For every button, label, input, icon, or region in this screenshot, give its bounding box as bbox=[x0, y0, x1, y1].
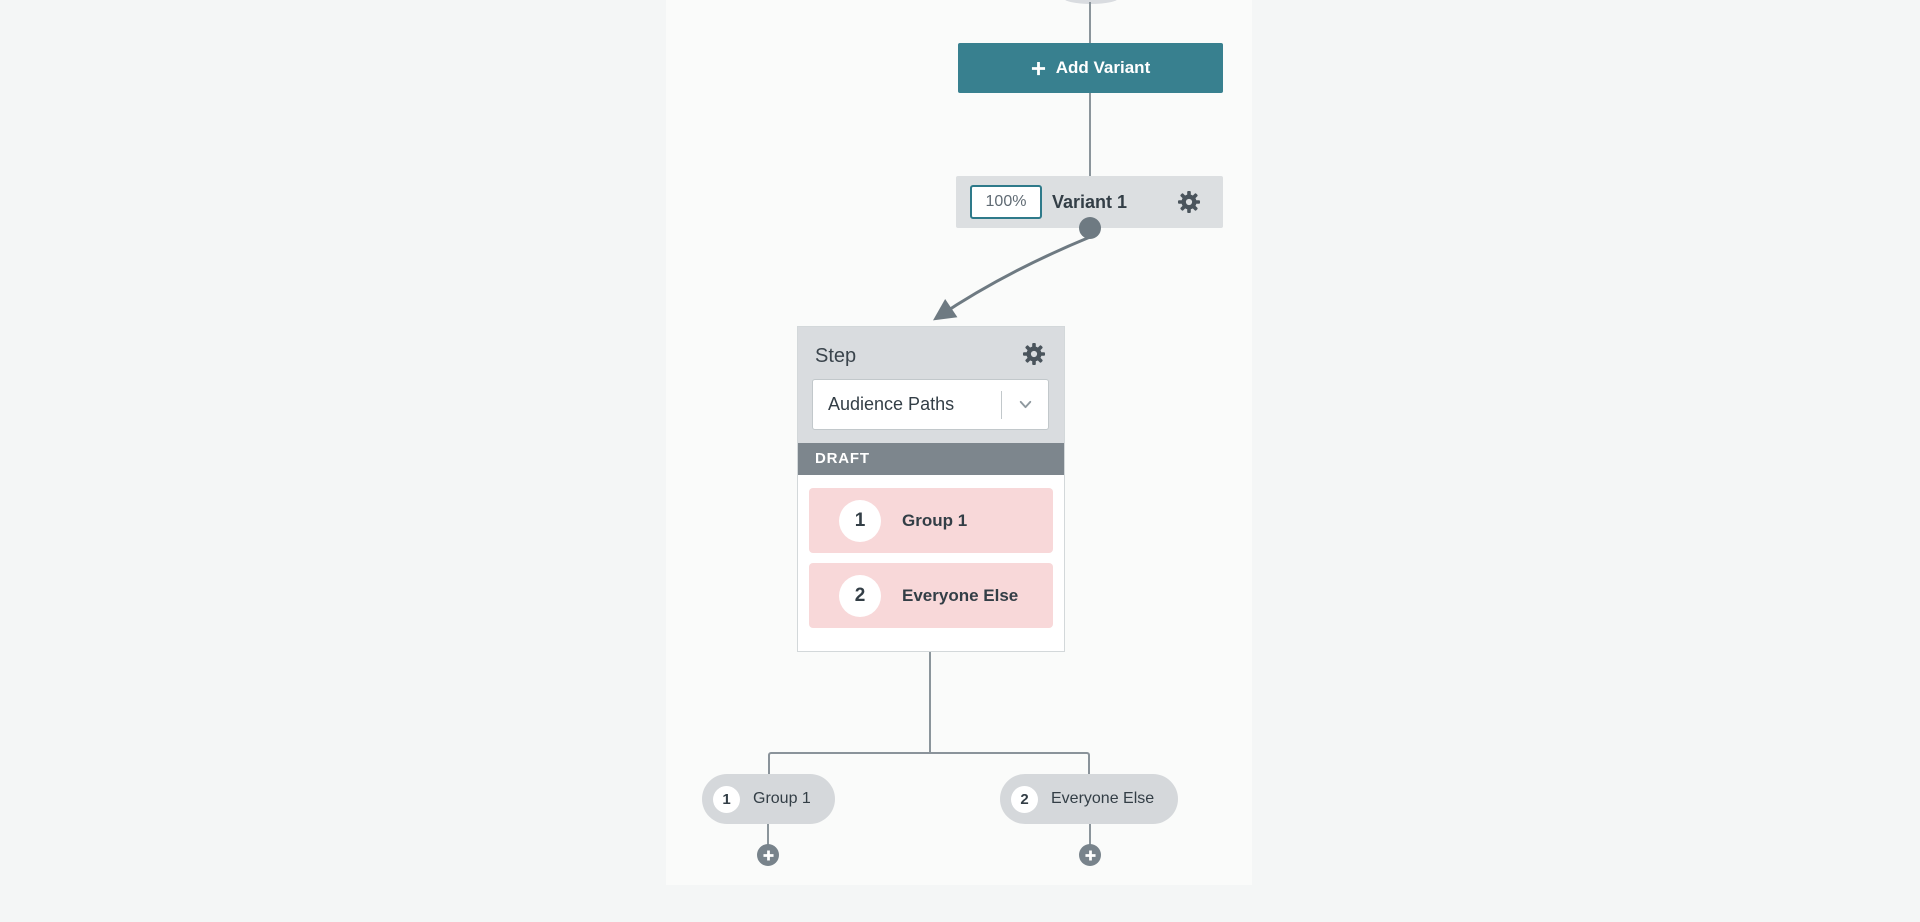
variant-label: Variant 1 bbox=[1052, 192, 1128, 212]
plus-icon bbox=[1084, 849, 1096, 861]
path-label: Group 1 bbox=[902, 510, 968, 530]
pill-number-badge: 2 bbox=[1011, 785, 1038, 813]
connector-line-top bbox=[1089, 2, 1091, 43]
plus-icon bbox=[1031, 61, 1045, 75]
chevron-down-icon bbox=[1002, 396, 1048, 413]
connector-stem-right bbox=[1089, 824, 1091, 846]
dropdown-divider bbox=[1001, 390, 1002, 419]
step-card[interactable]: Step Audience Paths bbox=[797, 326, 1065, 652]
status-badge: DRAFT bbox=[798, 443, 1064, 475]
branch-pill-group-1[interactable]: 1 Group 1 bbox=[702, 774, 835, 824]
audience-path-row[interactable]: 1 Group 1 bbox=[809, 488, 1053, 553]
step-type-dropdown[interactable]: Audience Paths bbox=[812, 379, 1049, 430]
pill-label: Group 1 bbox=[753, 790, 811, 807]
branch-split-line bbox=[768, 752, 1090, 774]
add-step-button-right[interactable] bbox=[1079, 844, 1101, 866]
variant-percent-input[interactable] bbox=[970, 185, 1042, 219]
connector-line-button-to-variant bbox=[1089, 93, 1091, 176]
step-card-body: 1 Group 1 2 Everyone Else bbox=[798, 475, 1064, 651]
connector-line-step-to-branch bbox=[929, 652, 931, 753]
gear-icon[interactable] bbox=[1022, 342, 1046, 366]
add-variant-button[interactable]: Add Variant bbox=[958, 43, 1223, 93]
step-title: Step bbox=[815, 345, 857, 367]
path-number-badge: 2 bbox=[839, 574, 881, 617]
pill-label: Everyone Else bbox=[1051, 790, 1155, 807]
path-label: Everyone Else bbox=[902, 585, 1019, 605]
connector-stem-left bbox=[767, 824, 769, 846]
gear-icon[interactable] bbox=[1177, 190, 1201, 214]
add-step-button-left[interactable] bbox=[757, 844, 779, 866]
branch-pill-everyone-else[interactable]: 2 Everyone Else bbox=[1000, 774, 1178, 824]
plus-icon bbox=[762, 849, 774, 861]
offscreen-node-edge bbox=[1063, 0, 1119, 4]
add-variant-label: Add Variant bbox=[1055, 58, 1151, 77]
connector-dot[interactable] bbox=[1079, 217, 1101, 239]
step-type-dropdown-value: Audience Paths bbox=[828, 394, 955, 414]
pill-number-badge: 1 bbox=[713, 785, 740, 813]
step-card-header: Step Audience Paths bbox=[798, 327, 1064, 443]
path-number-badge: 1 bbox=[839, 499, 881, 542]
audience-path-row[interactable]: 2 Everyone Else bbox=[809, 563, 1053, 628]
